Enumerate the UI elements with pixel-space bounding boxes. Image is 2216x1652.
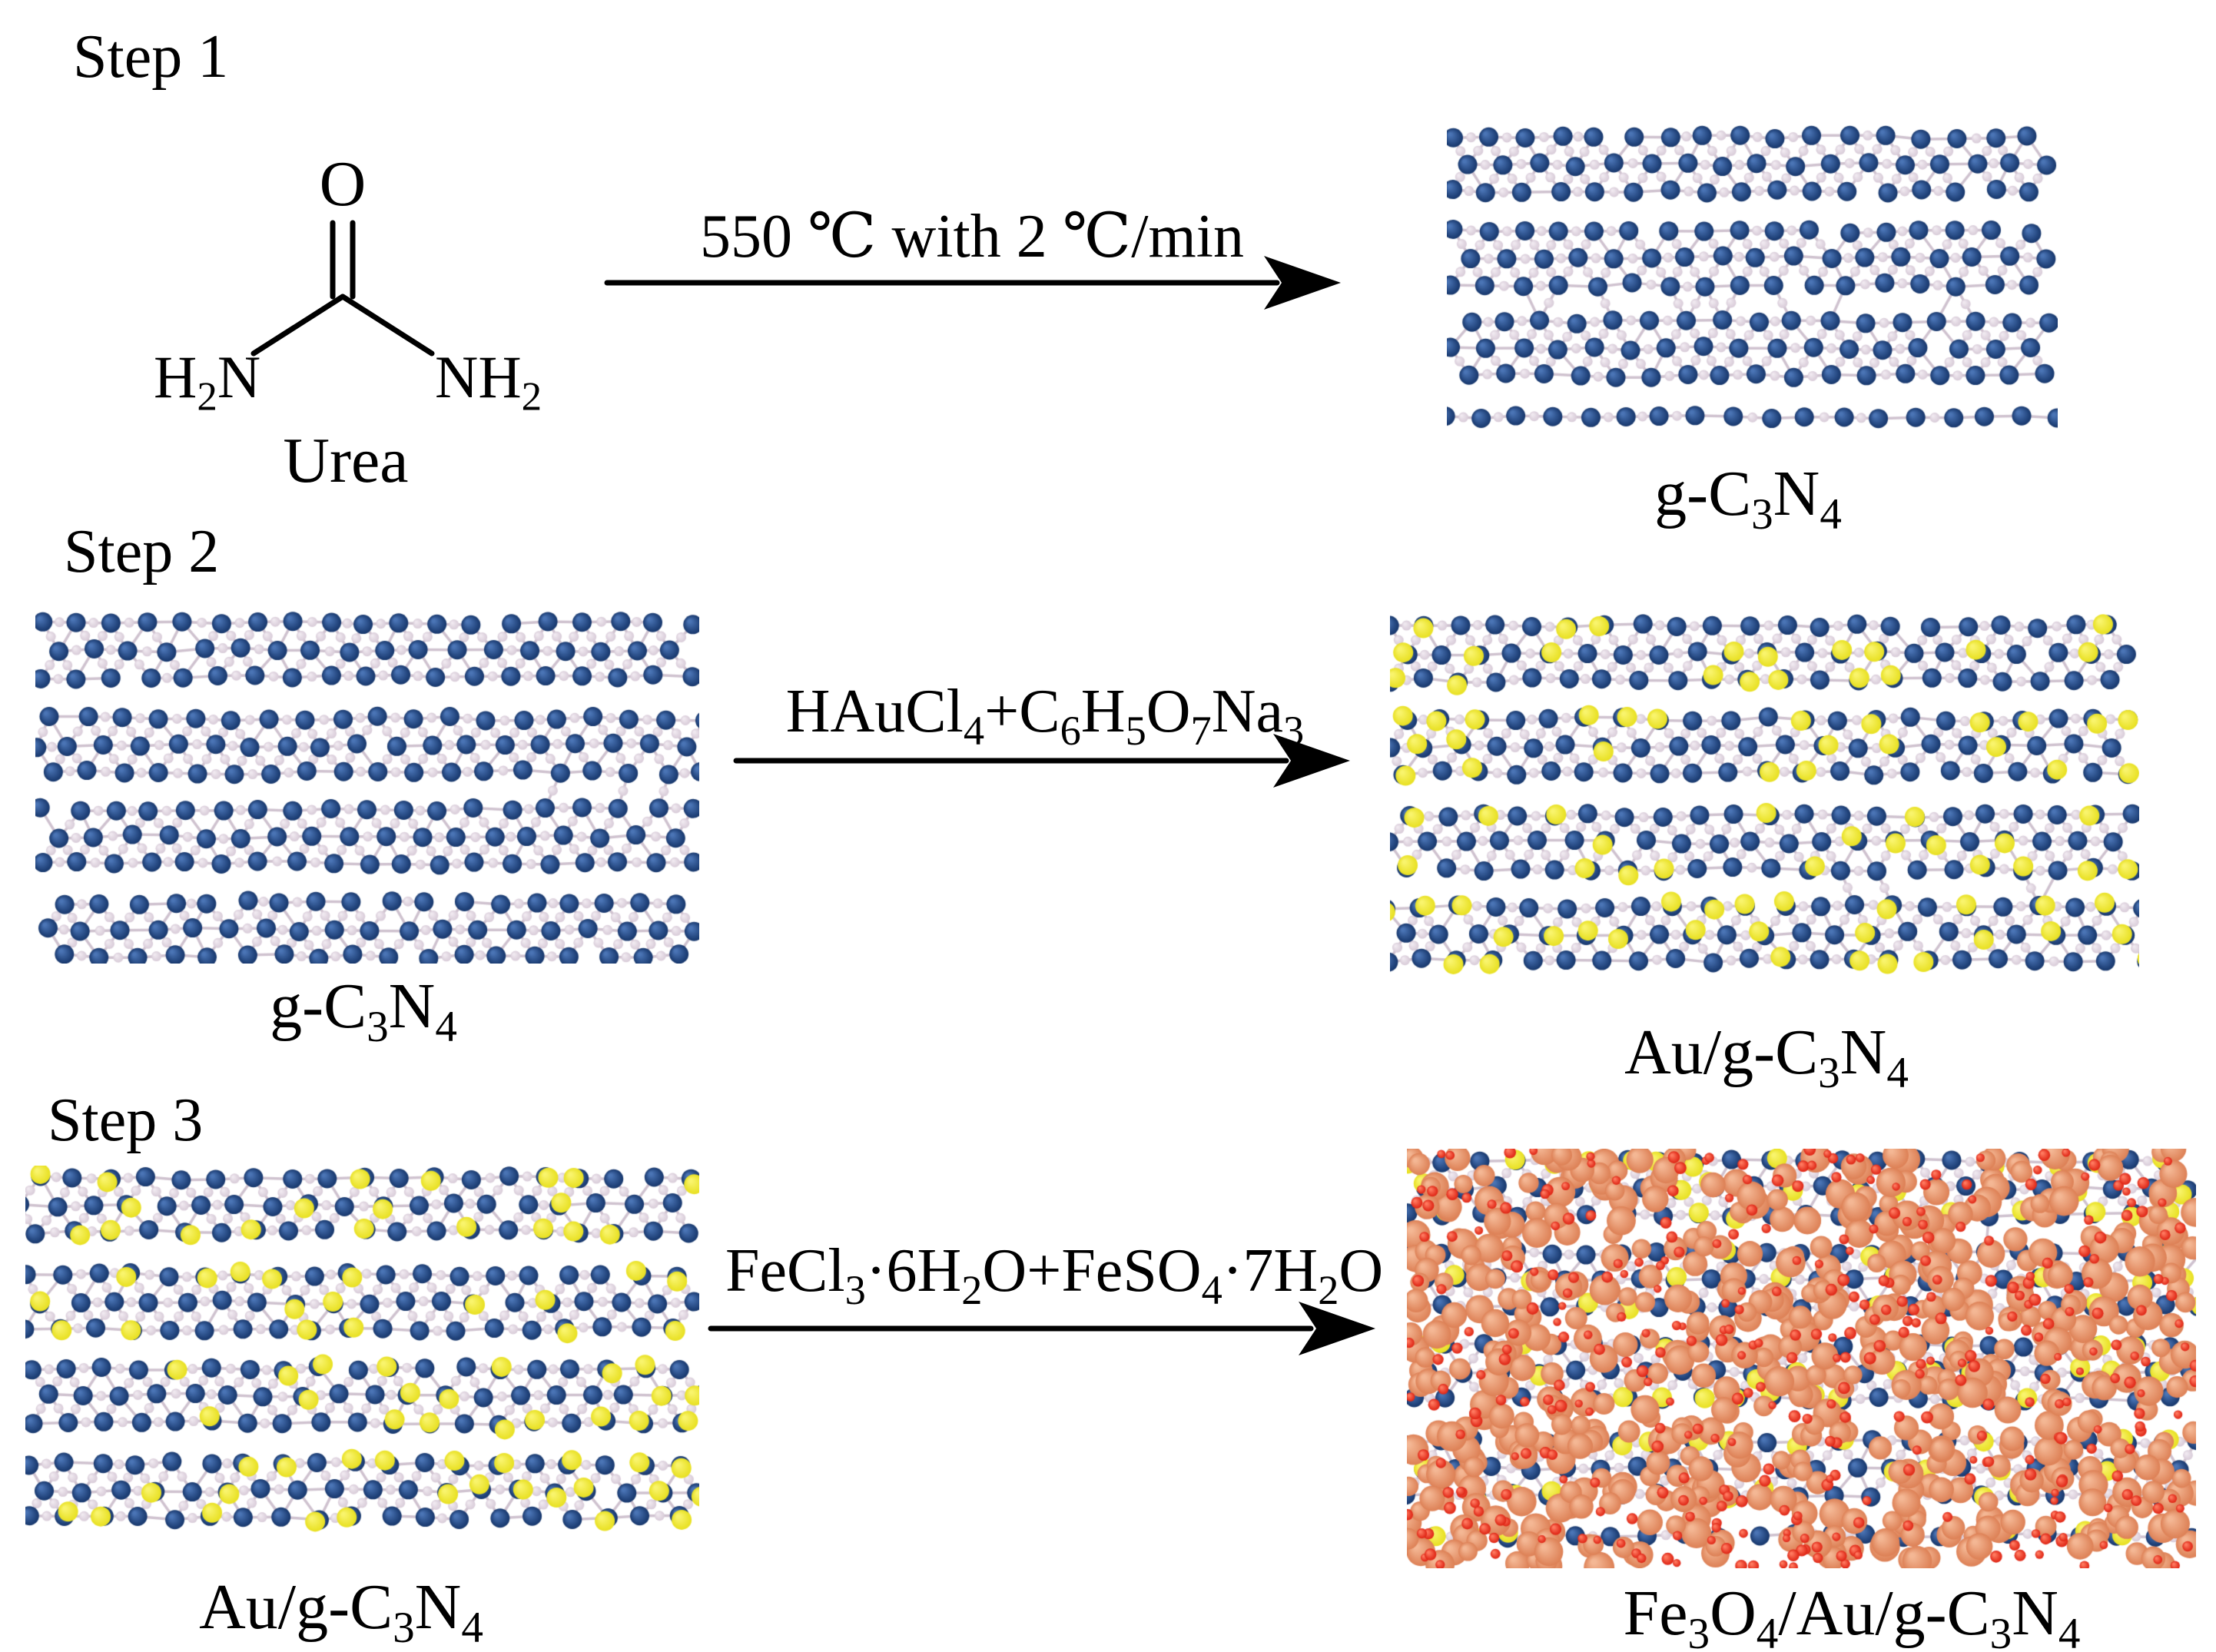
urea-caption: Urea bbox=[283, 425, 409, 496]
step3-reactant-caption: Au/g-C3N4 bbox=[199, 1571, 483, 1652]
urea-oxygen-label: O bbox=[319, 148, 367, 220]
arrow-head bbox=[1299, 1302, 1375, 1355]
arrow-head bbox=[1264, 256, 1341, 310]
step3-label: Step 3 bbox=[48, 1086, 204, 1154]
urea-left-bond bbox=[250, 294, 346, 357]
step2-reactant-caption: g-C3N4 bbox=[270, 970, 457, 1051]
au-gc3n4-lattice-step2-product bbox=[1390, 614, 2139, 1002]
au-gc3n4-lattice-step3-reactant bbox=[25, 1166, 699, 1559]
reaction-arrow-step3 bbox=[708, 1302, 1375, 1355]
gc3n4-lattice-step1-product bbox=[1447, 125, 2058, 443]
reaction-arrow-step1 bbox=[604, 256, 1341, 310]
step3-reagent-label: FeCl3·6H2O+FeSO4·7H2O bbox=[725, 1237, 1384, 1313]
urea-right-bond bbox=[340, 294, 435, 357]
step1-reagent-label: 550 ℃ with 2 ℃/min bbox=[700, 203, 1244, 270]
urea-skeleton bbox=[250, 220, 435, 357]
step1-product-caption: g-C3N4 bbox=[1654, 458, 1842, 539]
step1-label: Step 1 bbox=[73, 23, 229, 91]
step2-product-caption: Au/g-C3N4 bbox=[1624, 1017, 1909, 1097]
urea-h2n-label: H2N bbox=[154, 343, 261, 420]
reaction-arrow-step2 bbox=[733, 734, 1350, 788]
step2-label: Step 2 bbox=[64, 518, 220, 585]
gc3n4-lattice-step2-reactant bbox=[35, 611, 699, 964]
step2-reagent-label: HAuCl4+C6H5O7Na3 bbox=[785, 678, 1305, 754]
arrow-head bbox=[1273, 734, 1350, 788]
urea-nh2-label: NH2 bbox=[435, 343, 542, 420]
fe3o4-au-gc3n4-lattice-step3-product bbox=[1407, 1149, 2196, 1568]
step3-product-caption: Fe3O4/Au/g-C3N4 bbox=[1623, 1577, 2081, 1652]
